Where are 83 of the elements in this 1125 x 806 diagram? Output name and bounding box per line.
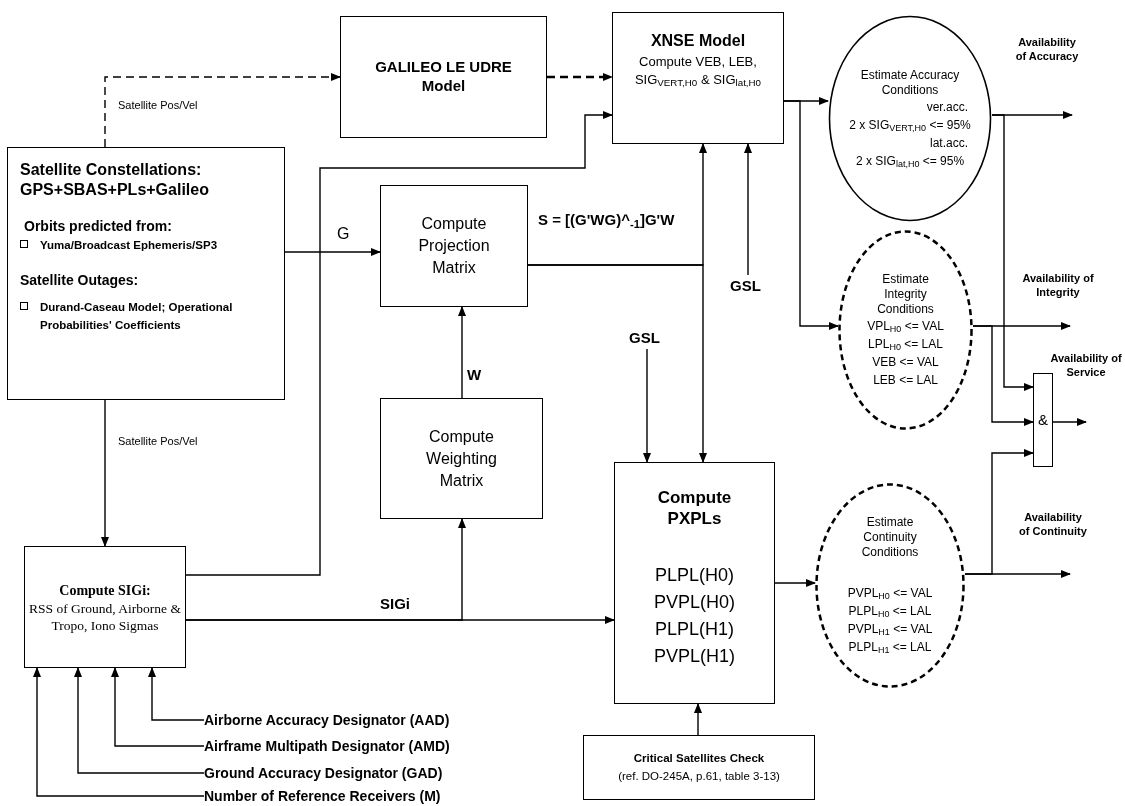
arrow bbox=[284, 248, 381, 256]
node-title: Compute SIGi: bbox=[59, 581, 151, 600]
edge-label: W bbox=[467, 367, 482, 382]
node-text: LPL$_{H0}$ <= LAL bbox=[868, 335, 943, 353]
node-text: PLPL(H0) bbox=[655, 563, 734, 587]
edge-label: SIGi bbox=[380, 596, 410, 611]
node-text: Durand-Caseau Model; Operational Probabilities' Coefficients bbox=[40, 300, 234, 333]
arrow bbox=[1052, 418, 1087, 426]
edge-label: Satellite Pos/Vel bbox=[118, 100, 198, 111]
process-box bbox=[340, 16, 547, 138]
arrow bbox=[694, 703, 702, 736]
node-text: PLPL$_{H1}$ <= LAL bbox=[848, 639, 932, 656]
node-text: lat.acc. bbox=[930, 134, 968, 152]
input-label: Number of Reference Receivers (M) bbox=[204, 786, 524, 806]
process-box bbox=[380, 398, 543, 519]
node-text: (ref. DO-245A, p.61, table 3-13) bbox=[618, 768, 780, 784]
node-title: Satellite Constellations: GPS+SBAS+PLs+Galileo bbox=[20, 160, 210, 200]
arrow bbox=[527, 264, 707, 463]
node-text: PVPL(H1) bbox=[654, 644, 735, 668]
process-box bbox=[24, 546, 186, 668]
arrow bbox=[547, 73, 613, 81]
node-title: GALILEO LE UDRE Model bbox=[374, 58, 513, 96]
process-box bbox=[583, 735, 815, 800]
arrow bbox=[783, 100, 839, 330]
arrow bbox=[185, 111, 613, 576]
node-text: PVPL$_{H0}$ <= VAL bbox=[847, 585, 933, 602]
node-title: Estimate Continuity Conditions bbox=[860, 515, 920, 560]
node-text: RSS of Ground, Airborne & Tropo, Iono Sigmas bbox=[28, 600, 182, 635]
node-text: PLPL$_{H0}$ <= LAL bbox=[848, 603, 932, 620]
process-box bbox=[612, 12, 784, 144]
node-text: Orbits predicted from: bbox=[24, 217, 172, 236]
node-text: PLPL(H1) bbox=[655, 617, 734, 641]
node-title: Compute PXPLs bbox=[656, 487, 733, 530]
edge-label: Satellite Pos/Vel bbox=[118, 436, 198, 447]
arrow bbox=[964, 449, 1034, 575]
arrow bbox=[972, 325, 1034, 426]
arrow bbox=[101, 399, 109, 547]
arrow bbox=[111, 667, 205, 747]
arrow bbox=[774, 579, 816, 587]
node-title: Compute Projection Matrix bbox=[417, 214, 491, 278]
output-label: Availability of Integrity bbox=[1021, 272, 1095, 300]
input-label: Airframe Multipath Designator (AMD) bbox=[204, 736, 524, 756]
arrow bbox=[148, 667, 205, 721]
node-title: & bbox=[1038, 409, 1048, 430]
input-label: Airborne Accuracy Designator (AAD) bbox=[204, 710, 524, 730]
arrow bbox=[643, 348, 651, 463]
dashed-ellipse bbox=[838, 230, 973, 430]
arrow bbox=[185, 518, 466, 621]
node-text: 2 x SIG$_{VERT,H0}$ <= 95% bbox=[849, 116, 971, 134]
node-title: XNSE Model bbox=[650, 31, 746, 51]
arrow bbox=[104, 73, 341, 148]
output-label: Availability of Service bbox=[1050, 352, 1122, 380]
arrow bbox=[74, 667, 205, 774]
arrow bbox=[458, 306, 466, 399]
node-text: Yuma/Broadcast Ephemeris/SP3 bbox=[40, 238, 218, 253]
and-gate bbox=[1033, 373, 1053, 467]
node-title: Estimate Integrity Conditions bbox=[876, 271, 935, 317]
edge-label: S = [(G'WG)^$_{-1}$]G'W bbox=[538, 212, 675, 227]
input-label: GSL bbox=[730, 275, 766, 297]
arrow bbox=[991, 114, 1034, 391]
node-title: Critical Satellites Check bbox=[633, 751, 765, 767]
process-box bbox=[614, 462, 775, 704]
node-text: LEB <= LAL bbox=[873, 371, 938, 389]
node-text: VEB <= VAL bbox=[872, 353, 939, 371]
arrow bbox=[744, 143, 752, 276]
input-label: Ground Accuracy Designator (GAD) bbox=[204, 763, 524, 783]
input-label: GSL bbox=[629, 327, 665, 349]
node-text: 2 x SIG$_{lat,H0}$ <= 95% bbox=[855, 152, 965, 170]
node-text: VPL$_{H0}$ <= VAL bbox=[867, 317, 944, 335]
edge-label: G bbox=[337, 226, 350, 242]
node-text: Compute VEB, LEB, SIG$_{VERT,H0}$ & SIG$_{lat,H0}$ bbox=[633, 53, 763, 89]
dashed-ellipse bbox=[815, 483, 965, 688]
process-box bbox=[380, 185, 528, 307]
output-label: Availability of Accuracy bbox=[1014, 36, 1080, 64]
ellipse bbox=[828, 15, 992, 222]
node-text: PVPL(H0) bbox=[654, 590, 735, 614]
output-label: Availability of Continuity bbox=[1018, 511, 1088, 539]
node-text: ver.acc. bbox=[926, 98, 968, 116]
node-title: Compute Weighting Matrix bbox=[425, 426, 498, 491]
arrow bbox=[33, 667, 205, 797]
process-box bbox=[7, 147, 285, 400]
node-text: PVPL$_{H1}$ <= VAL bbox=[847, 621, 933, 638]
node-text: Satellite Outages: bbox=[20, 271, 139, 291]
